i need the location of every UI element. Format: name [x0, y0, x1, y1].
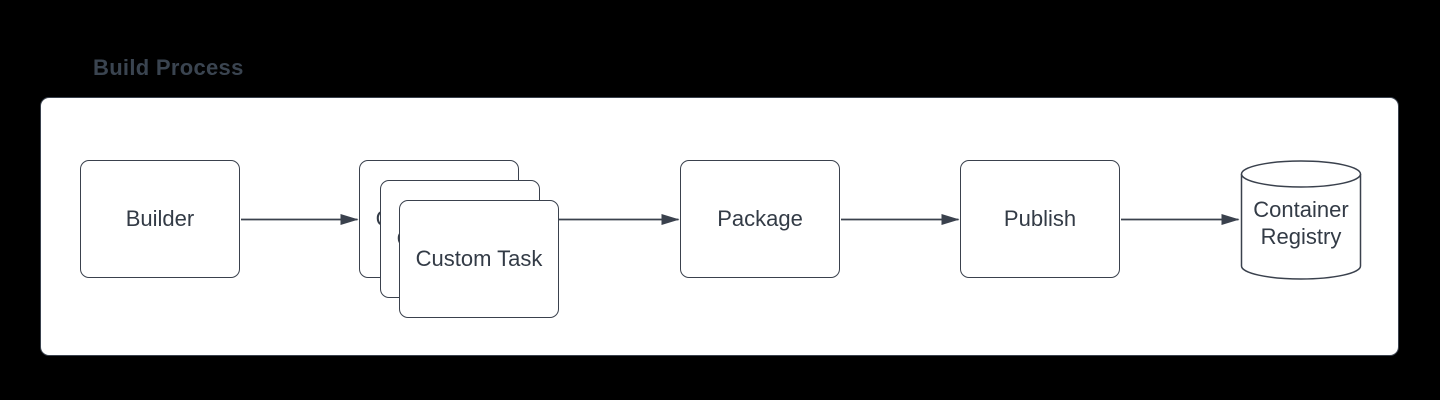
node-package-label: Package	[717, 206, 803, 231]
node-publish: Publish	[960, 160, 1120, 278]
node-container-registry-label: Container Registry	[1253, 197, 1349, 249]
node-custom-task-label: Custom Task	[415, 246, 543, 271]
node-builder-label: Builder	[125, 206, 195, 231]
node-custom-task: Custom Task	[399, 200, 559, 318]
node-builder: Builder	[80, 160, 240, 278]
node-package: Package	[680, 160, 840, 278]
diagram-title: Build Process	[93, 55, 244, 80]
node-publish-label: Publish	[1003, 206, 1077, 231]
node-container-registry-cylinder-shape	[1240, 160, 1362, 280]
